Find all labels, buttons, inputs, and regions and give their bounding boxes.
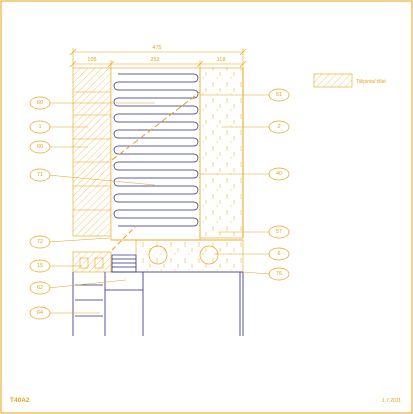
dimension-chain	[69, 48, 247, 68]
callout-right-2: 2	[268, 120, 290, 134]
base-vent-left	[79, 257, 89, 269]
svg-text:72: 72	[37, 239, 43, 245]
callout-right-4: 57	[268, 225, 290, 239]
foundation	[72, 272, 244, 336]
svg-text:60: 60	[37, 100, 43, 106]
insulation-symbol	[113, 73, 199, 227]
leaders-left	[47, 102, 156, 314]
brick-courses	[73, 91, 111, 211]
dimension-insulation: 252	[150, 57, 159, 63]
sole-plate	[135, 239, 244, 273]
svg-text:71: 71	[37, 172, 43, 178]
callout-left-4: 71	[29, 168, 51, 182]
wall-tie-line	[111, 91, 201, 161]
callout-right-1: 51	[268, 88, 290, 102]
callout-right-6: 76	[268, 267, 290, 281]
callout-left-8: 64	[29, 306, 51, 320]
callout-left-5: 72	[29, 235, 51, 249]
sheet-date: 1.7.2011	[382, 398, 401, 404]
callout-right-3: 40	[268, 167, 290, 181]
sheet-code: T40A2	[10, 397, 30, 404]
timber-frame	[199, 67, 244, 239]
sole-pipe-left	[148, 245, 168, 265]
svg-text:60: 60	[37, 144, 43, 150]
svg-text:6: 6	[277, 251, 280, 257]
svg-text:15: 15	[37, 263, 43, 269]
wall-tie-line-lower	[111, 225, 137, 251]
callout-left-1: 60	[29, 96, 51, 110]
svg-text:2: 2	[277, 124, 280, 130]
brick-wall	[72, 67, 112, 237]
legend-label: Tiilipinta/ tiilet	[356, 79, 386, 85]
callout-left-6: 15	[29, 259, 51, 273]
svg-text:51: 51	[276, 92, 282, 98]
svg-text:62: 62	[37, 285, 43, 291]
callout-left-2: 1	[29, 120, 51, 134]
dimension-total: 475	[152, 45, 161, 51]
dimension-brick: 105	[87, 57, 96, 63]
callout-right-5: 6	[268, 247, 290, 261]
svg-text:76: 76	[276, 271, 282, 277]
svg-text:64: 64	[37, 310, 43, 316]
callout-left-7: 62	[29, 281, 51, 295]
base-brick	[72, 251, 112, 273]
flashing-stack	[111, 254, 137, 273]
dimension-timber: 118	[217, 57, 226, 63]
svg-text:1: 1	[38, 124, 41, 130]
svg-text:40: 40	[276, 171, 282, 177]
callout-left-3: 60	[29, 140, 51, 154]
sole-pipe-right	[199, 245, 219, 265]
svg-text:57: 57	[276, 229, 282, 235]
base-vent-right	[94, 257, 104, 269]
leaders-right	[200, 94, 271, 275]
legend-swatch	[313, 73, 353, 88]
